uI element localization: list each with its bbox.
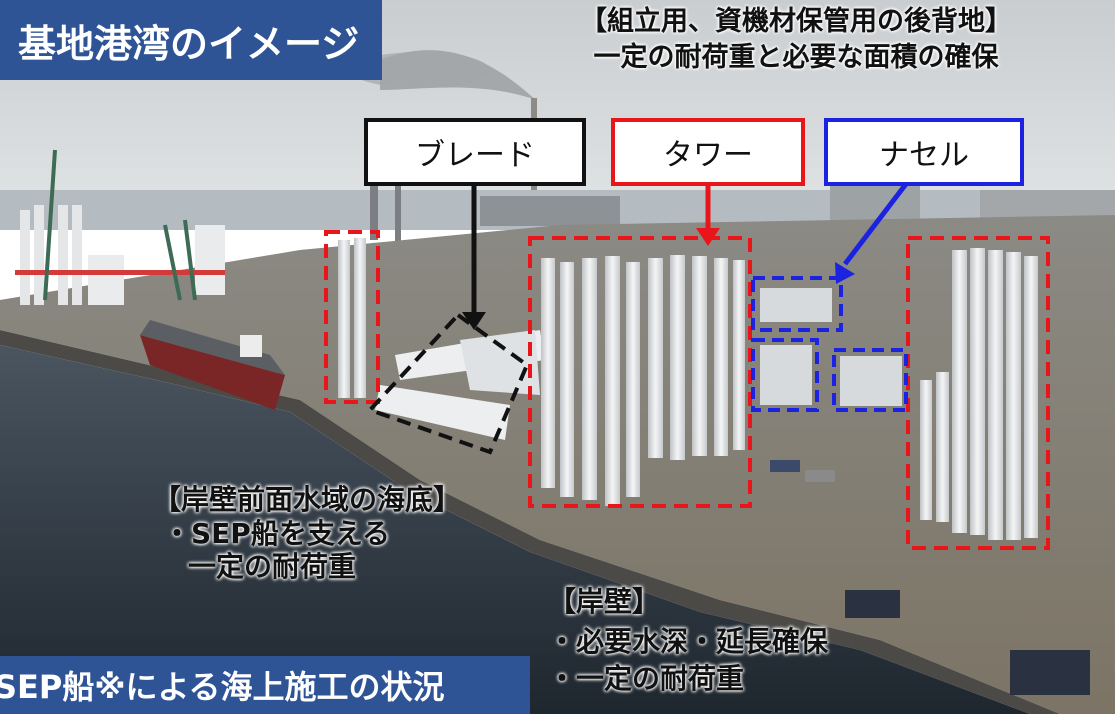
nacelle-dashed-boxes — [751, 276, 908, 412]
seabed-line2: ・SEP船を支える — [163, 516, 390, 550]
quay-line2: ・必要水深・延長確保 — [548, 624, 829, 658]
sep-construction-title: SEP船※による海上施工の状況 — [0, 668, 445, 706]
sep-construction-title-box: SEP船※による海上施工の状況 — [0, 656, 530, 714]
tower-group-main — [541, 255, 745, 506]
blade-tag: ブレード — [364, 118, 586, 186]
port-yard — [0, 215, 1115, 714]
quay-label: 【岸壁】 ・必要水深・延長確保 ・一定の耐荷重 — [548, 585, 828, 696]
backland-label: 【組立用、資機材保管用の後背地】 一定の耐荷重と必要な面積の確保 — [580, 6, 1012, 75]
quay-line1: 【岸壁】 — [548, 585, 661, 618]
blade-dashed-box — [366, 312, 530, 455]
nacelle-tag-label: ナセル — [879, 138, 969, 173]
tower-tag: タワー — [611, 118, 805, 186]
cranes — [43, 149, 197, 301]
tower-arrow — [696, 182, 720, 246]
seabed-label: 【岸壁前面水域の海底】 ・SEP船を支える 一定の耐荷重 — [153, 483, 461, 584]
backland-line2: 一定の耐荷重と必要な面積の確保 — [593, 42, 999, 74]
seabed-line1: 【岸壁前面水域の海底】 — [153, 483, 462, 516]
cargo-ship — [140, 320, 285, 410]
page-title-box: 基地港湾のイメージ — [0, 0, 382, 80]
page-title: 基地港湾のイメージ — [18, 21, 360, 66]
quay-edge — [0, 330, 1060, 714]
blade-tag-label: ブレード — [415, 138, 535, 173]
tower-tag-label: タワー — [663, 138, 753, 173]
quay-line3: ・一定の耐荷重 — [548, 662, 745, 696]
nacelle-blocks — [760, 288, 902, 406]
tower-group-left — [338, 238, 366, 398]
seabed-line3: 一定の耐荷重 — [188, 550, 357, 584]
distant-towers-left — [15, 205, 225, 305]
tower-group-right — [920, 248, 1038, 540]
nacelle-arrow — [835, 182, 908, 284]
backland-line1: 【組立用、資機材保管用の後背地】 — [580, 6, 1012, 37]
blade-arrow — [462, 182, 486, 330]
nacelle-tag: ナセル — [824, 118, 1024, 186]
harbor-water — [0, 345, 1030, 714]
containers — [770, 460, 1090, 695]
tower-dashed-boxes — [324, 230, 1050, 550]
